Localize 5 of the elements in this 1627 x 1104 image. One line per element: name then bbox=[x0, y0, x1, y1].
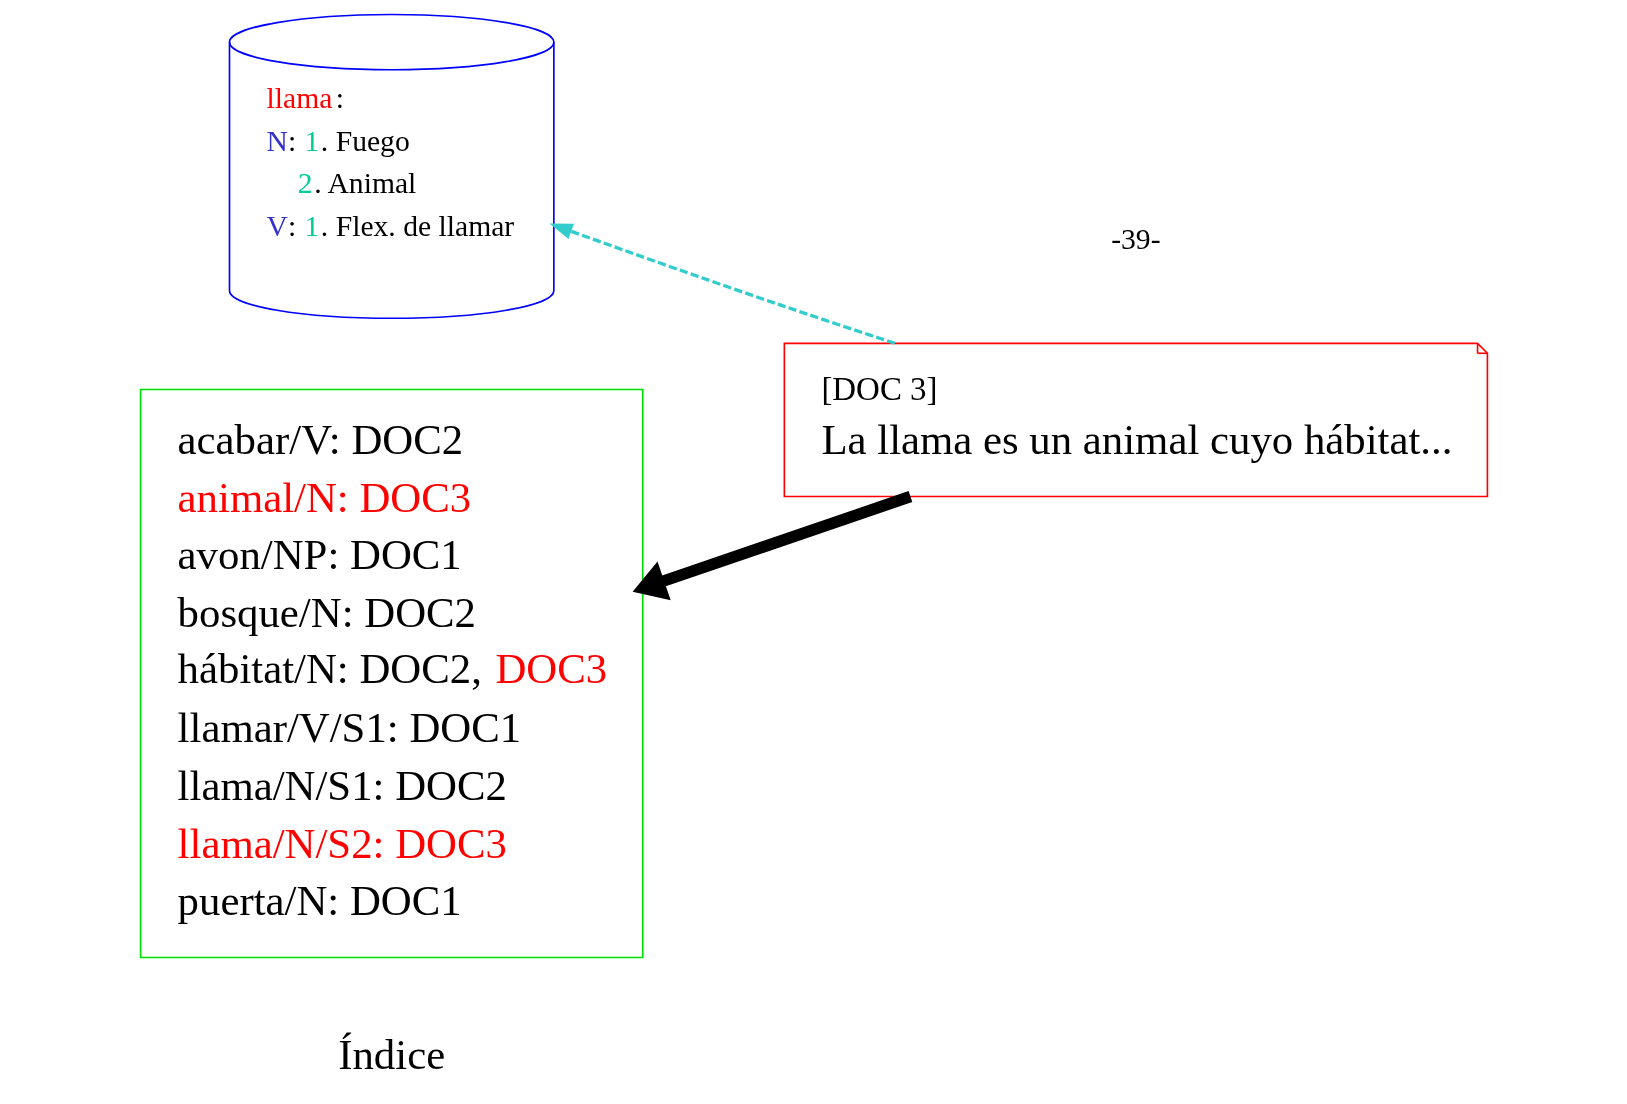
node-box: acabar/V: DOC2 animal/N: DOC3 avon/NP: DOC1 bosque/N: DOC2 hábitat/N: DOC2, DOC3 llamar/V/S1: DOC1 llama/N/S1: DOC2 llama/N/S2: DOC3 puerta/N: DOC1 bbox=[139, 388, 644, 959]
arrow bbox=[632, 491, 912, 601]
node-label: Índice bbox=[337, 1031, 445, 1079]
arrow bbox=[549, 223, 895, 345]
label: -39- bbox=[1110, 223, 1161, 256]
